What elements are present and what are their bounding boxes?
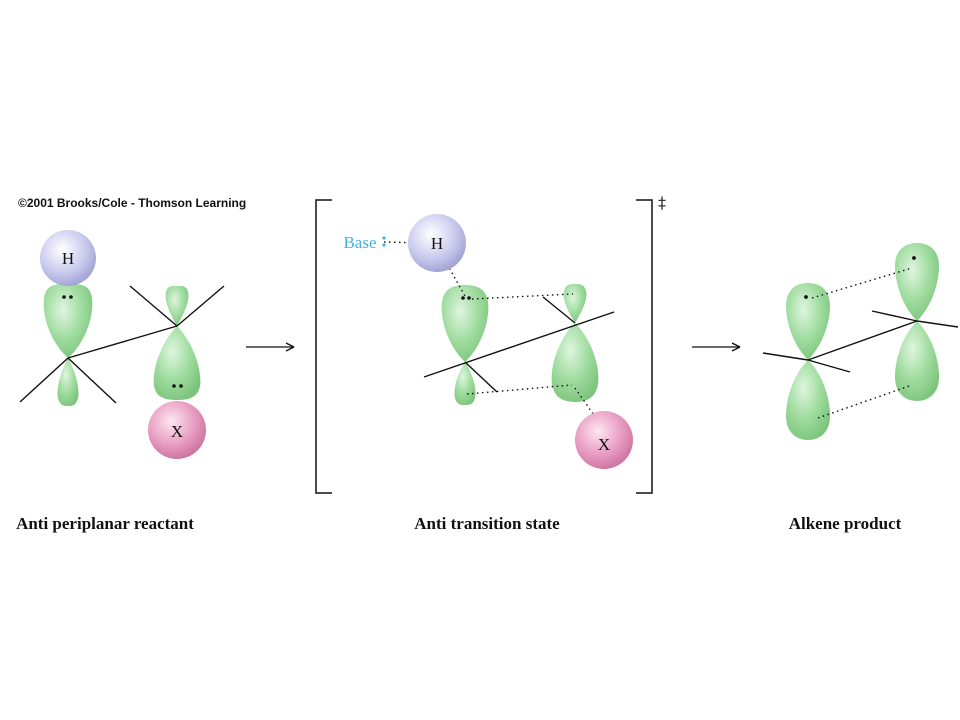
- transition-electron-dot: [461, 296, 465, 300]
- product-right-bond-a: [871, 310, 918, 322]
- reactant-x-sphere: [148, 401, 206, 459]
- reactant-electron-dot: [172, 384, 176, 388]
- transition-left-upper-lobe: [441, 285, 489, 362]
- reactant-electron-dot: [62, 295, 66, 299]
- transition-left-bracket: [315, 199, 332, 494]
- product-panel: [762, 243, 959, 440]
- transition-base-h-dotted: [383, 241, 425, 244]
- reactant-left-upper-lobe: [43, 284, 93, 358]
- transition-left-bond: [464, 361, 498, 393]
- transition-right-upper-lobe: [563, 284, 587, 323]
- product-right-lower-lobe: [895, 321, 939, 401]
- reaction-arrow-1: [246, 342, 295, 352]
- double-dagger-symbol: ‡: [658, 193, 666, 212]
- transition-left-lower-lobe: [454, 362, 476, 405]
- base-lone-pair-dot: [382, 243, 386, 247]
- transition-x-label: X: [598, 435, 610, 454]
- caption-transition-state: Anti transition state: [414, 514, 560, 533]
- reactant-x-label: X: [171, 422, 183, 441]
- caption-reactant: Anti periplanar reactant: [16, 514, 194, 533]
- transition-top-pi-dotted: [471, 293, 574, 300]
- transition-hydrogen-sphere: [408, 214, 466, 272]
- transition-right-lower-lobe: [551, 323, 599, 402]
- product-left-lower-lobe: [786, 360, 830, 440]
- caption-product: Alkene product: [788, 514, 902, 533]
- reactant-right-upper-lobe: [165, 285, 189, 326]
- reactant-electron-dot: [179, 384, 183, 388]
- reactant-right-bond-b: [176, 285, 225, 327]
- reactant-panel: H X: [19, 230, 225, 459]
- transition-right-bracket: [636, 199, 653, 494]
- transition-right-bond: [542, 296, 576, 324]
- reactant-left-lower-lobe: [57, 358, 79, 406]
- base-label: Base: [343, 233, 376, 252]
- copyright-notice: ©2001 Brooks/Cole - Thomson Learning: [18, 196, 247, 210]
- reactant-right-bond-a: [129, 285, 178, 327]
- product-right-bond-b: [916, 320, 959, 328]
- reactant-left-bond-b: [67, 357, 117, 404]
- transition-panel: ‡ H Base X: [315, 193, 666, 494]
- product-electron-dot: [804, 295, 808, 299]
- product-left-bond-b: [807, 359, 851, 373]
- transition-h-c-dotted: [446, 263, 466, 297]
- reactant-hydrogen-label: H: [62, 249, 74, 268]
- reactant-right-lower-lobe: [153, 326, 201, 400]
- product-right-upper-lobe: [895, 243, 939, 321]
- transition-cc-bond: [423, 311, 615, 378]
- product-left-bond-a: [762, 352, 809, 361]
- transition-x-sphere: [575, 411, 633, 469]
- reactant-left-bond-a: [19, 357, 69, 403]
- reactant-electron-dot: [69, 295, 73, 299]
- reaction-arrow-2: [692, 342, 741, 352]
- transition-electron-dot: [467, 296, 471, 300]
- product-cc-bond: [807, 320, 918, 361]
- reactant-cc-bond: [67, 325, 178, 359]
- product-electron-dot: [912, 256, 916, 260]
- product-left-upper-lobe: [786, 283, 830, 360]
- base-lone-pair-dot: [382, 236, 386, 240]
- reactant-hydrogen-sphere: [40, 230, 96, 286]
- transition-hydrogen-label: H: [431, 234, 443, 253]
